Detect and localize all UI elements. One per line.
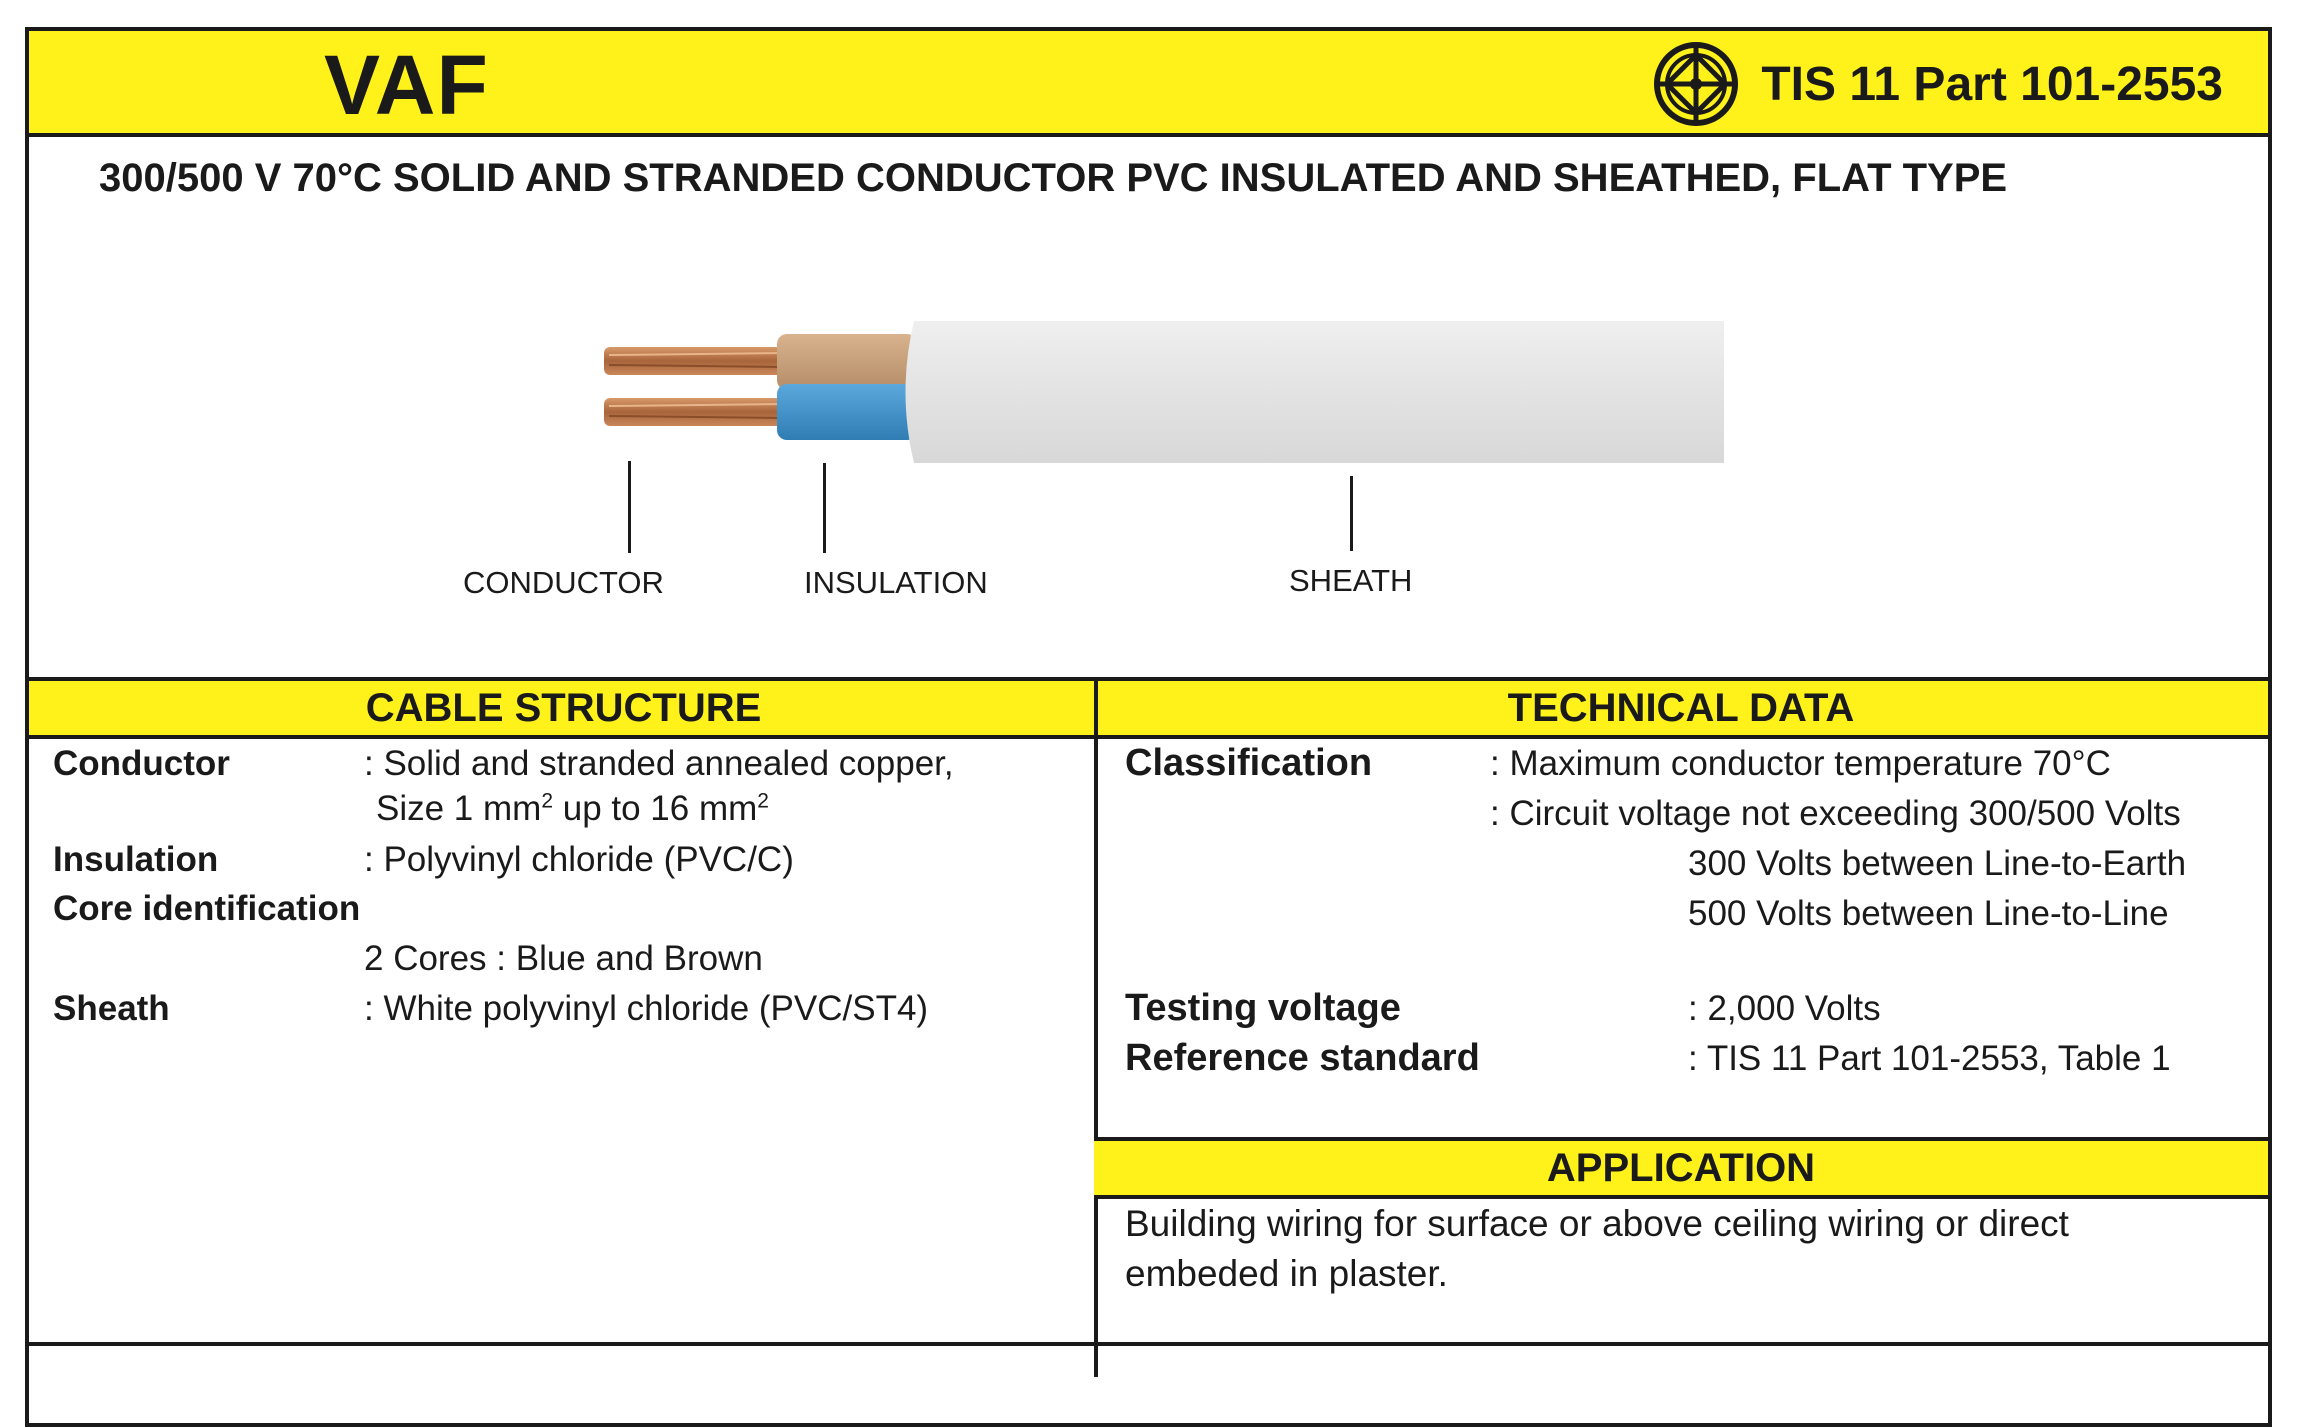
insulation-callout-line (823, 463, 826, 553)
reference-standard-label: Reference standard (1125, 1037, 1480, 1079)
size-sup-1: 2 (541, 789, 553, 813)
conductor-size: Size 1 mm2 up to 16 mm2 (376, 789, 769, 829)
conductor-field-value: : Solid and stranded annealed copper, (364, 744, 954, 783)
reference-standard-value: : TIS 11 Part 101-2553, Table 1 (1688, 1039, 2171, 1078)
classification-line-3: 300 Volts between Line-to-Earth (1688, 844, 2187, 883)
classification-label: Classification (1125, 742, 1373, 784)
copper-conductor-top (604, 347, 789, 375)
tis-mark-icon (1654, 42, 1739, 126)
datasheet: VAF TIS 11 Part 101-2553 300/500 V 70°C … (25, 27, 2272, 1427)
insulation-field-value: : Polyvinyl chloride (PVC/C) (364, 840, 794, 879)
size-mid: up to 16 mm (553, 789, 758, 828)
bottom-border (29, 1342, 2268, 1346)
size-sup-2: 2 (757, 789, 769, 813)
brown-core (777, 334, 917, 390)
testing-voltage-value: : 2,000 Volts (1688, 989, 1881, 1028)
classification-line-1: : Maximum conductor temperature 70°C (1490, 744, 2111, 783)
conductor-callout-line (628, 461, 631, 553)
classification-line-4: 500 Volts between Line-to-Line (1688, 894, 2169, 933)
size-prefix: Size 1 mm (376, 789, 542, 828)
product-subtitle: 300/500 V 70°C SOLID AND STRANDED CONDUC… (99, 156, 2008, 200)
cable-illustration (604, 321, 1724, 463)
standard-label: TIS 11 Part 101-2553 (1761, 57, 2223, 111)
sheath-label: SHEATH (1289, 563, 1413, 598)
copper-conductor-bottom (604, 398, 789, 426)
application-line-2: embeded in plaster. (1125, 1253, 1448, 1294)
conductor-label: CONDUCTOR (463, 565, 664, 600)
application-heading: APPLICATION (1094, 1137, 2268, 1199)
white-sheath (905, 321, 1724, 463)
testing-voltage-label: Testing voltage (1125, 987, 1401, 1029)
column-divider (1094, 677, 1098, 1377)
header-bar: VAF TIS 11 Part 101-2553 (29, 31, 2268, 137)
technical-data-heading: TECHNICAL DATA (1094, 677, 2268, 739)
sheath-field-label: Sheath (53, 989, 170, 1028)
cable-structure-heading: CABLE STRUCTURE (29, 677, 1098, 739)
sheath-callout-line (1350, 476, 1353, 551)
classification-line-2: : Circuit voltage not exceeding 300/500 … (1490, 794, 2181, 833)
conductor-field-label: Conductor (53, 744, 230, 783)
insulation-field-label: Insulation (53, 840, 219, 879)
blue-core (777, 384, 917, 440)
application-line-1: Building wiring for surface or above cei… (1125, 1203, 2069, 1244)
sheath-field-value: : White polyvinyl chloride (PVC/ST4) (364, 989, 929, 1028)
product-title: VAF (324, 38, 489, 132)
core-identification-value: 2 Cores : Blue and Brown (364, 939, 763, 978)
core-identification-label: Core identification (53, 889, 361, 928)
standard-badge: TIS 11 Part 101-2553 (1653, 41, 2223, 127)
insulation-label: INSULATION (804, 565, 988, 600)
